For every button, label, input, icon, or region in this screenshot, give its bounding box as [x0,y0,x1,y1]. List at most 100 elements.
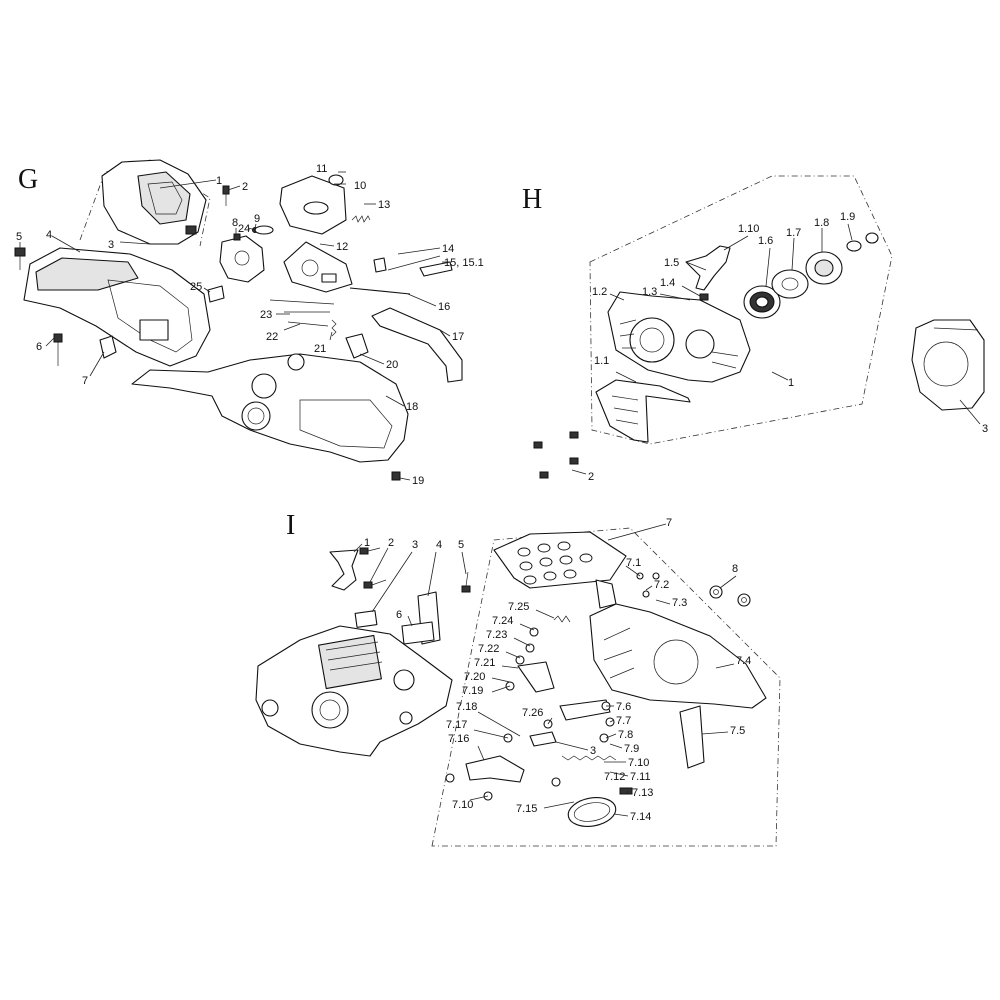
callout-i-7-10: 7.10 [628,757,649,769]
callout-i-5: 5 [458,539,464,551]
callout-i-7-22: 7.22 [478,643,499,655]
section-letter-i: I [286,510,295,541]
callout-i-3: 3 [412,539,418,551]
air-box-part [23,247,211,367]
callout-i-6: 6 [396,609,402,621]
callout-i-7-19: 7.19 [462,685,483,697]
callout-g-25: 25 [190,281,202,293]
spring-small-part [331,319,337,337]
callout-i-7-26: 7.26 [522,707,543,719]
shaft-part [349,287,411,295]
callout-g-14: 14 [442,243,454,255]
callout-g-22: 22 [266,331,278,343]
callout-h-1-2: 1.2 [592,286,607,298]
callout-g-11: 11 [316,163,327,175]
callout-h-1-5: 1.5 [664,257,679,269]
chain-brake-handle-part [493,531,627,609]
screw-head-part [865,232,879,244]
grill-part [595,379,691,443]
sprocket-cover-part [589,603,767,709]
callout-h-1-1: 1.1 [594,355,609,367]
bolt-part [14,247,26,270]
pulley-part [771,269,809,299]
callout-i-8: 8 [732,563,738,575]
starter-housing-part [607,291,751,383]
callout-h-3: 3 [982,423,988,435]
o-ring-part [254,225,274,235]
grommet-part [345,333,369,359]
callout-g-5: 5 [16,231,22,243]
callout-g-24: 24 [238,223,250,235]
callout-i-7-14: 7.14 [630,811,651,823]
group-boundary-i [431,527,781,847]
callout-g-20: 20 [386,359,398,371]
callout-i-7-15: 7.15 [516,803,537,815]
callout-g-15: 15, 15.1 [444,257,484,269]
top-cover-part [101,159,207,245]
callout-i-7-10b: 7.10 [452,799,473,811]
callout-g-7: 7 [82,375,88,387]
callout-g-10: 10 [354,180,366,192]
intake-plate-part [283,241,353,293]
callout-i-7-11: 7.11 [630,771,651,783]
callout-g-23: 23 [260,309,272,321]
callout-h-2: 2 [588,471,594,483]
callout-g-17: 17 [452,331,464,343]
bolt-5-part [461,571,471,593]
tank-cap-part [279,174,347,235]
callout-h-1-6: 1.6 [758,235,773,247]
callout-i-7-8: 7.8 [618,729,633,741]
starter-grip-part [685,245,731,291]
group-boundary-h [589,175,893,445]
callout-g-6: 6 [36,341,42,353]
strip-c-part [269,299,335,305]
callout-g-8: 8 [232,217,238,229]
callout-i-7-25: 7.25 [508,601,529,613]
recoil-spring-part [743,285,781,319]
section-letter-g: G [18,164,38,195]
callouts-i: 1 2 3 4 5 6 7 7.1 7.2 7.3 7.4 7.5 7.6 7.… [364,517,751,823]
callout-h-1-3: 1.3 [642,286,657,298]
callout-i-7-4: 7.4 [736,655,751,667]
callout-i-7-23: 7.23 [486,629,507,641]
callout-i-1: 1 [364,537,370,549]
callout-i-7-24: 7.24 [492,615,513,627]
callout-i-7-1: 7.1 [626,557,641,569]
callout-h-1-4: 1.4 [660,277,675,289]
callout-i-7-2: 7.2 [654,579,669,591]
bumper-spike-part [329,549,359,591]
plate-b-part [401,621,435,645]
bottom-screw-part [391,471,401,481]
handle-bar-part [371,307,463,383]
callout-i-7-20: 7.20 [464,671,485,683]
callout-g-9: 9 [254,213,260,225]
callout-g-2: 2 [242,181,248,193]
callout-i-7-21: 7.21 [474,657,495,669]
section-letter-h: H [522,184,542,215]
throttle-rod-part [373,255,453,277]
callout-i-7: 7 [666,517,672,529]
long-bolt-part [53,333,63,366]
leader-lines-i [353,523,737,817]
callout-g-18: 18 [406,401,418,413]
callout-h-1-10: 1.10 [738,223,759,235]
callout-i-7-5: 7.5 [730,725,745,737]
plate-part [354,610,378,628]
callout-g-19: 19 [412,475,424,487]
screw-part [222,185,230,206]
pawl-disk-part [805,251,843,285]
side-cover-part [911,319,985,411]
guard-strip-part [679,705,705,769]
h-screws-part [533,431,579,479]
spring-part [351,215,371,223]
callout-g-16: 16 [438,301,450,313]
callout-i-2: 2 [388,537,394,549]
callout-i-7-3: 7.3 [672,597,687,609]
section-i: I [255,510,781,847]
callout-i-7-7: 7.7 [616,715,631,727]
callout-i-7-9: 7.9 [624,743,639,755]
callout-g-4: 4 [46,229,52,241]
callout-g-1: 1 [216,175,222,187]
callout-g-12: 12 [336,241,348,253]
